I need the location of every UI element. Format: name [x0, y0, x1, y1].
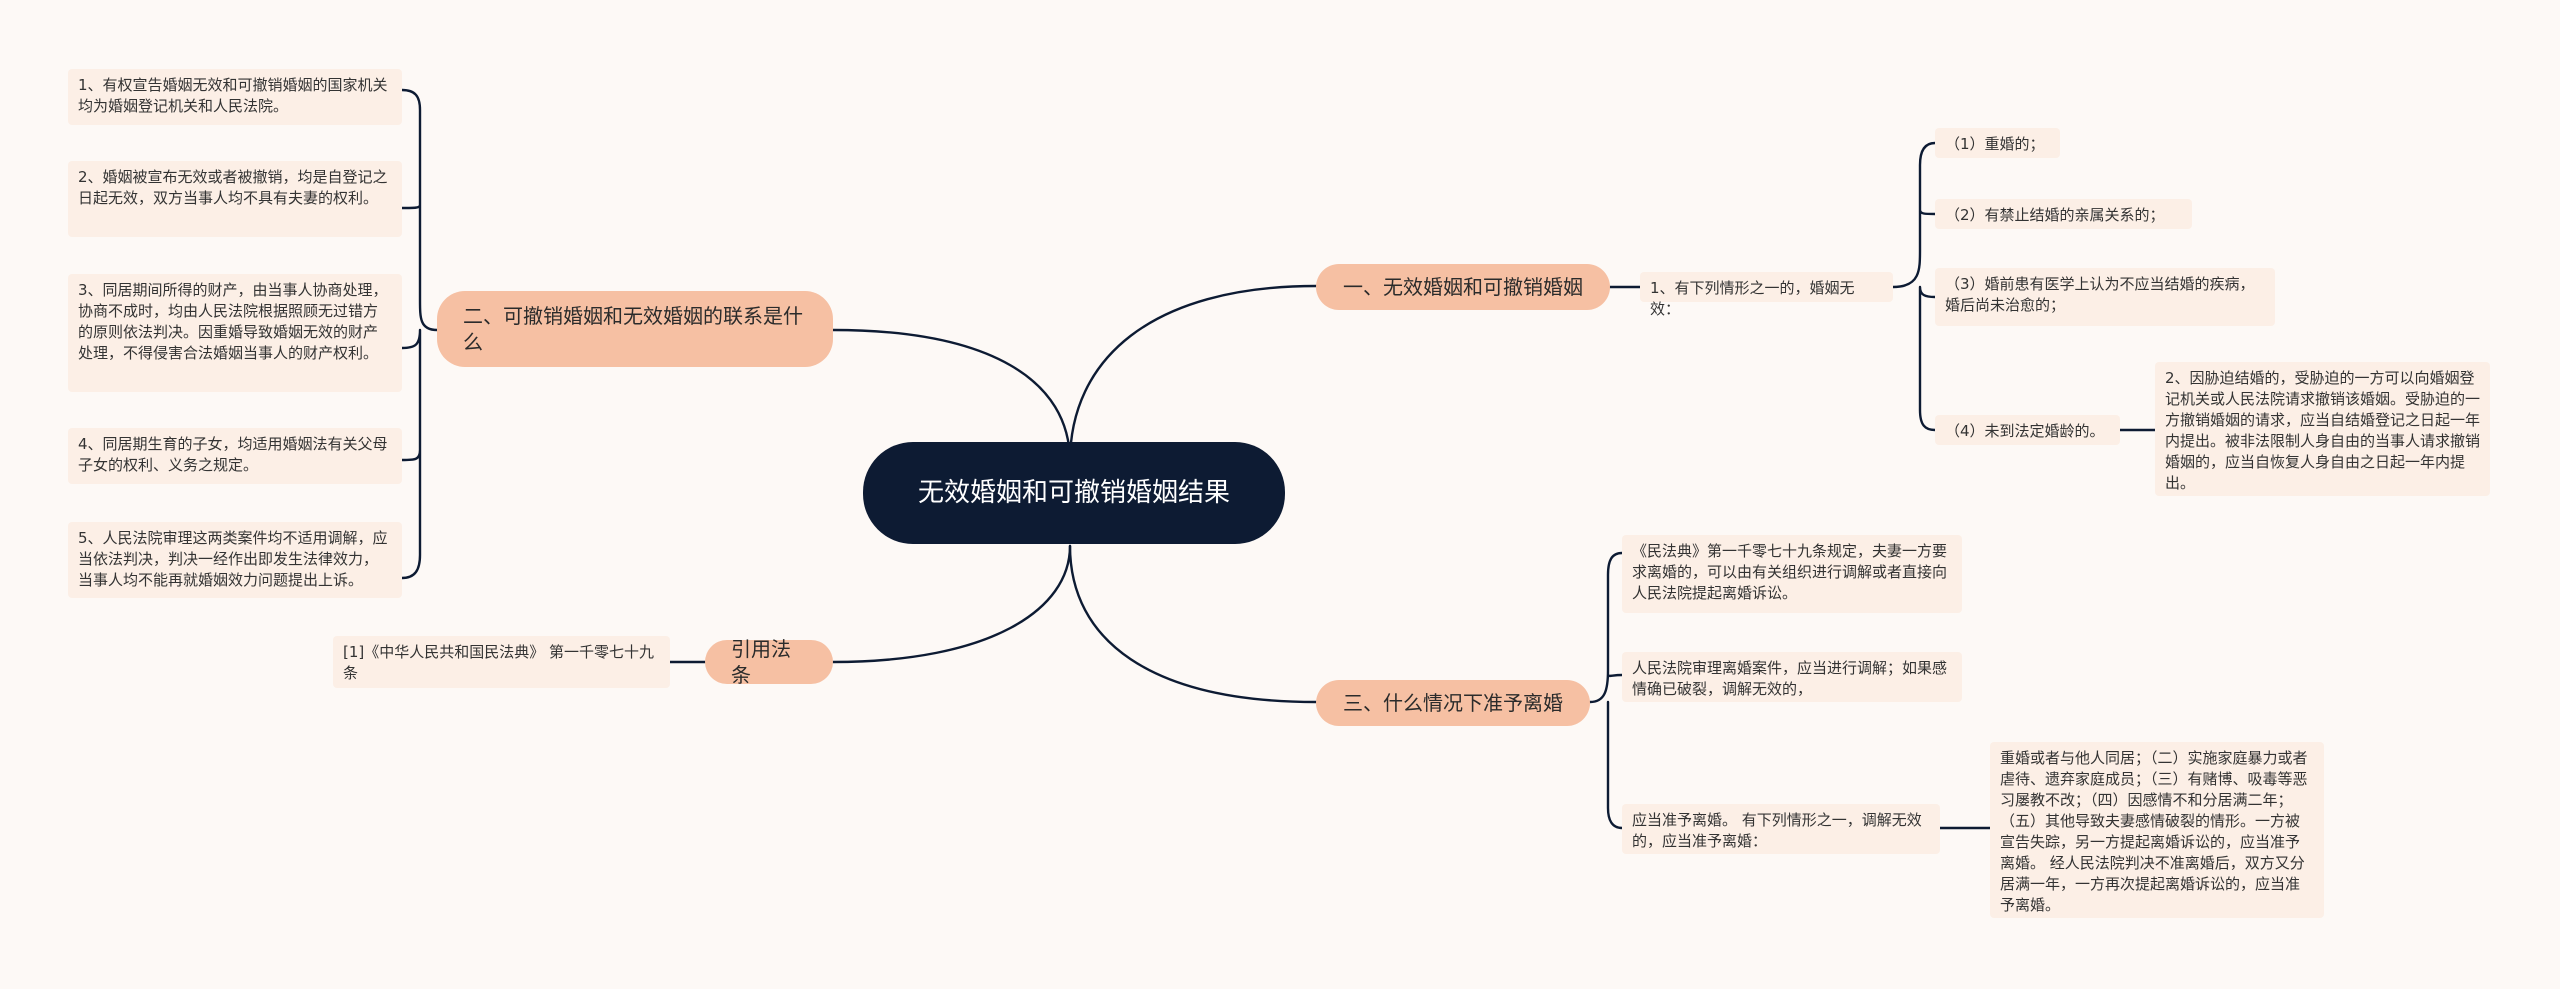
leaf-prohibited-kinship[interactable]: （2）有禁止结婚的亲属关系的； — [1935, 199, 2192, 229]
leaf-b2-item-2[interactable]: 2、婚姻被宣布无效或者被撤销，均是自登记之日起无效，双方当事人均不具有夫妻的权利… — [68, 161, 402, 237]
leaf-text: 2、因胁迫结婚的，受胁迫的一方可以向婚姻登记机关或人民法院请求撤销该婚姻。受胁迫… — [2165, 369, 2481, 492]
leaf-text: 人民法院审理离婚案件，应当进行调解；如果感情确已破裂，调解无效的， — [1632, 659, 1948, 698]
root-label: 无效婚姻和可撤销婚姻结果 — [917, 478, 1230, 508]
leaf-invalid-conditions-intro[interactable]: 1、有下列情形之一的，婚姻无效： — [1640, 272, 1893, 318]
branch-divorce-conditions[interactable]: 三、什么情况下准予离婚 — [1316, 680, 1590, 726]
leaf-text: [1]《中华人民共和国民法典》 第一千零七十九条 — [343, 643, 655, 682]
branch-label: 三、什么情况下准予离婚 — [1343, 691, 1563, 715]
link-root-b4 — [831, 544, 1072, 664]
leaf-b3-mediation[interactable]: 人民法院审理离婚案件，应当进行调解；如果感情确已破裂，调解无效的， — [1622, 652, 1962, 702]
branch-cited-law[interactable]: 引用法条 — [705, 637, 833, 687]
leaf-text: （2）有禁止结婚的亲属关系的； — [1945, 206, 2165, 224]
leaf-text: 4、同居期生育的子女，均适用婚姻法有关父母子女的权利、义务之规定。 — [78, 435, 388, 474]
leaf-text: （1）重婚的； — [1945, 135, 2045, 153]
leaf-text: 《民法典》第一千零七十九条规定，夫妻一方要求离婚的，可以由有关组织进行调解或者直… — [1632, 542, 1948, 602]
leaf-cited-law-article[interactable]: [1]《中华人民共和国民法典》 第一千零七十九条 — [333, 636, 670, 688]
leaf-text: 1、有下列情形之一的，婚姻无效： — [1650, 279, 1855, 318]
leaf-text: 2、婚姻被宣布无效或者被撤销，均是自登记之日起无效，双方当事人均不具有夫妻的权利… — [78, 168, 388, 207]
leaf-b2-item-4[interactable]: 4、同居期生育的子女，均适用婚姻法有关父母子女的权利、义务之规定。 — [68, 428, 402, 484]
leaf-under-age[interactable]: （4）未到法定婚龄的。 — [1935, 415, 2120, 445]
leaf-b2-item-3[interactable]: 3、同居期间所得的财产，由当事人协商处理，协商不成时，均由人民法院根据照顾无过错… — [68, 274, 402, 392]
leaf-text: 3、同居期间所得的财产，由当事人协商处理，协商不成时，均由人民法院根据照顾无过错… — [78, 281, 388, 362]
leaf-text: （4）未到法定婚龄的。 — [1945, 422, 2105, 440]
link-root-b1 — [1068, 284, 1318, 464]
leaf-text: 应当准予离婚。 有下列情形之一，调解无效的，应当准予离婚： — [1632, 811, 1922, 850]
branch-invalid-and-revocable-marriage[interactable]: 一、无效婚姻和可撤销婚姻 — [1316, 264, 1610, 310]
branch-relation-between-marriages[interactable]: 二、可撤销婚姻和无效婚姻的联系是什么 — [437, 291, 833, 367]
link-root-b3 — [1068, 544, 1318, 704]
link-b2-items — [400, 88, 439, 580]
leaf-text: 5、人民法院审理这两类案件均不适用调解，应当依法判决，判决一经作出即发生法律效力… — [78, 529, 388, 589]
branch-label: 一、无效婚姻和可撤销婚姻 — [1343, 275, 1583, 299]
branch-label: 引用法条 — [731, 637, 791, 687]
leaf-b3-civil-code[interactable]: 《民法典》第一千零七十九条规定，夫妻一方要求离婚的，可以由有关组织进行调解或者直… — [1622, 535, 1962, 613]
leaf-medical-disease[interactable]: （3）婚前患有医学上认为不应当结婚的疾病，婚后尚未治愈的； — [1935, 268, 2275, 326]
leaf-b3-circumstances[interactable]: 重婚或者与他人同居；（二）实施家庭暴力或者虐待、遗弃家庭成员；（三）有赌博、吸毒… — [1990, 742, 2324, 918]
leaf-text: （3）婚前患有医学上认为不应当结婚的疾病，婚后尚未治愈的； — [1945, 275, 2255, 314]
link-b3-items — [1588, 551, 1624, 830]
leaf-b2-item-1[interactable]: 1、有权宣告婚姻无效和可撤销婚姻的国家机关均为婚姻登记机关和人民法院。 — [68, 69, 402, 125]
leaf-coercion-revocation[interactable]: 2、因胁迫结婚的，受胁迫的一方可以向婚姻登记机关或人民法院请求撤销该婚姻。受胁迫… — [2155, 362, 2490, 496]
link-sub-items — [1891, 141, 1937, 432]
link-root-b2 — [831, 328, 1072, 464]
leaf-b3-grant-divorce[interactable]: 应当准予离婚。 有下列情形之一，调解无效的，应当准予离婚： — [1622, 804, 1940, 854]
leaf-bigamy[interactable]: （1）重婚的； — [1935, 128, 2060, 158]
leaf-b2-item-5[interactable]: 5、人民法院审理这两类案件均不适用调解，应当依法判决，判决一经作出即发生法律效力… — [68, 522, 402, 598]
branch-label: 二、可撤销婚姻和无效婚姻的联系是什么 — [463, 304, 803, 354]
leaf-text: 重婚或者与他人同居；（二）实施家庭暴力或者虐待、遗弃家庭成员；（三）有赌博、吸毒… — [2000, 749, 2308, 914]
root-node[interactable]: 无效婚姻和可撤销婚姻结果 — [863, 442, 1285, 544]
leaf-text: 1、有权宣告婚姻无效和可撤销婚姻的国家机关均为婚姻登记机关和人民法院。 — [78, 76, 388, 115]
